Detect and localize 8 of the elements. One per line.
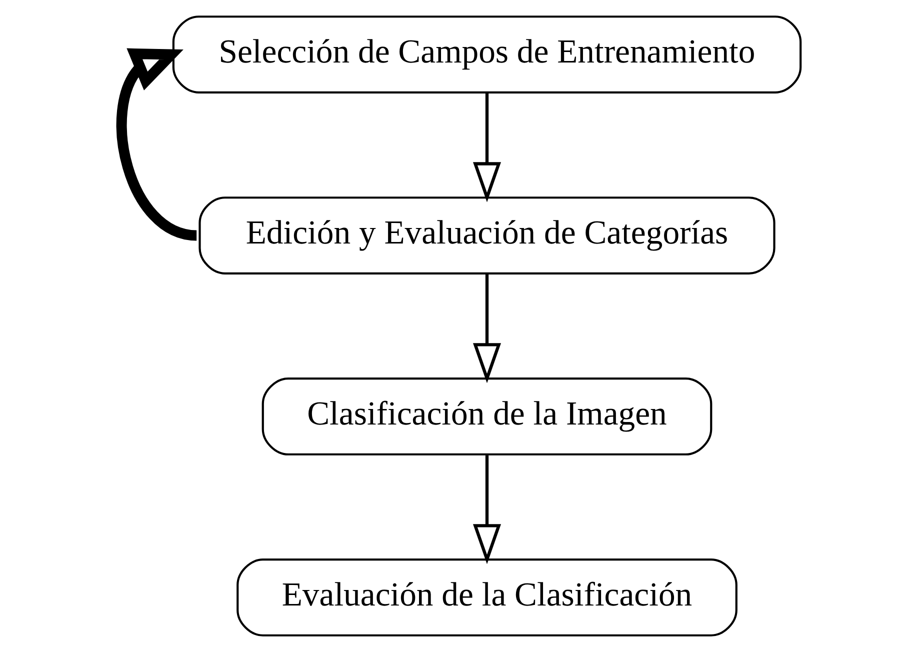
arrow: [473, 455, 502, 564]
node-box: Clasificación de la Imagen: [262, 378, 712, 456]
arrow: [116, 48, 198, 241]
node-box: Edición y Evaluación de Categorías: [198, 196, 776, 274]
node-box: Evaluación de la Clasificación: [236, 558, 738, 636]
arrow: [473, 274, 502, 384]
node-box: Selección de Campos de Entrenamiento: [172, 16, 802, 94]
arrow: [473, 93, 502, 202]
